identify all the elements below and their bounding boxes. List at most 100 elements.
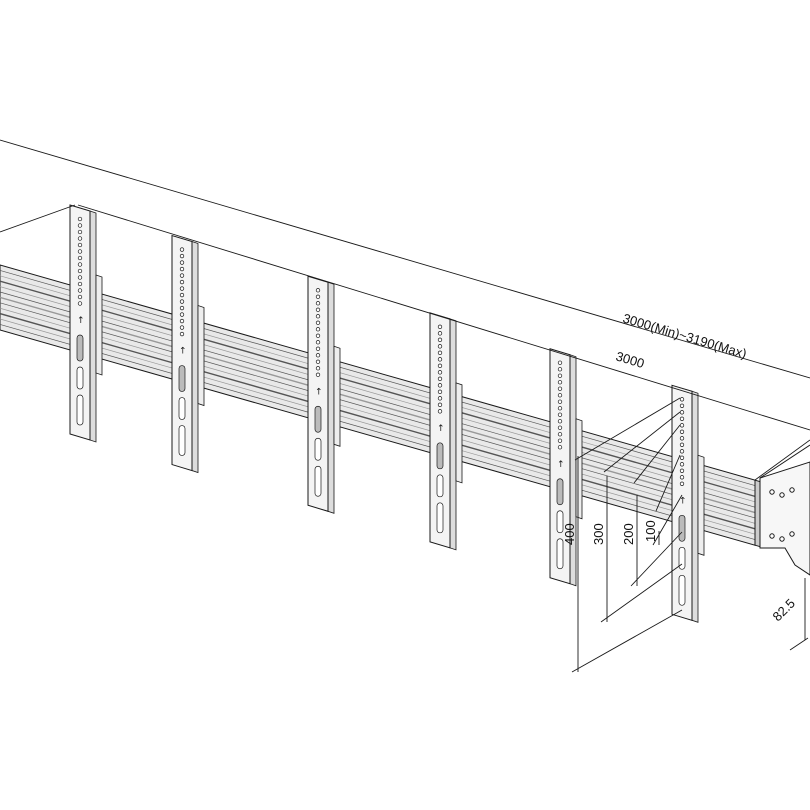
plate-hole: [77, 216, 83, 222]
plate-hole: [557, 412, 563, 417]
plate-slot: [436, 502, 444, 534]
rail-groove: [0, 270, 756, 486]
plate-side: [191, 240, 199, 474]
arrow-up-icon: ↑: [437, 424, 445, 434]
plate-slot: [678, 574, 686, 606]
overall-length-label: 3000(Min)~3190(Max): [621, 310, 748, 361]
vesa-200-label: 200: [621, 523, 636, 545]
plate-hole: [77, 223, 83, 228]
bracket-hole: [769, 489, 775, 495]
plate-hole: [77, 268, 83, 274]
plate-hole: [437, 331, 443, 336]
plate-hole: [179, 299, 185, 304]
rail-groove: [0, 302, 756, 519]
plate-hole: [77, 294, 83, 300]
plate-hole: [557, 425, 563, 430]
plate-hole: [437, 363, 443, 368]
plate-slot: [76, 366, 84, 390]
plate-hole: [557, 380, 563, 385]
rail-extension-line: [754, 439, 810, 481]
bracket-hole: [789, 531, 795, 537]
plate-hook: [575, 418, 583, 520]
bracket-plate: [759, 461, 810, 576]
rail-groove: [0, 275, 756, 492]
plate-side: [569, 354, 577, 587]
vesa-top-extension: [655, 454, 681, 512]
plate-side: [449, 318, 457, 551]
plate-hole: [77, 229, 83, 235]
plate-hole: [179, 312, 185, 317]
mounting-plate: ↑: [671, 384, 705, 623]
plate-hole: [315, 353, 321, 358]
rail-groove: [0, 324, 756, 540]
vesa-100-label: 100: [643, 520, 658, 542]
plate-face: [307, 275, 329, 512]
plate-hook: [95, 274, 103, 376]
plate-hole: [679, 481, 685, 486]
plate-hole: [179, 292, 185, 298]
plate-hole: [315, 314, 321, 319]
plate-hole: [179, 286, 185, 291]
plate-slot: [314, 465, 322, 497]
rail-groove: [0, 312, 756, 530]
plate-hook: [197, 304, 205, 407]
plate-hole: [315, 301, 321, 306]
vesa-300-label: 300: [591, 523, 606, 545]
vesa-bottom-extension: [571, 609, 683, 673]
plate-hole: [679, 475, 685, 480]
plate-hole: [679, 436, 685, 441]
plate-hole: [77, 281, 83, 287]
plate-hole: [315, 346, 321, 351]
bracket-hole: [789, 487, 795, 493]
plate-hole: [679, 462, 685, 467]
plate-hole: [679, 410, 685, 415]
plate-slot: [178, 397, 186, 420]
plate-hole: [315, 327, 321, 332]
plate-hole: [679, 416, 685, 421]
plate-hole: [437, 389, 443, 394]
plate-hole: [77, 242, 83, 248]
plate-hole: [437, 396, 443, 401]
plate-face: [429, 312, 451, 549]
plate-hole: [437, 409, 443, 414]
overall-length-line: [0, 139, 810, 379]
plate-side: [89, 210, 97, 443]
plate-hole: [179, 318, 185, 324]
plate-slot: [436, 474, 444, 498]
rail-length-line: [77, 204, 810, 431]
plate-hole: [557, 386, 563, 391]
plate-hole: [557, 393, 563, 398]
vertical-plates: ↑ ↑ ↑ ↑ ↑ ↑: [69, 204, 705, 623]
plate-slot: [76, 394, 84, 426]
arrow-up-icon: ↑: [179, 347, 187, 357]
plate-hole: [77, 301, 83, 306]
rail-groove: [0, 291, 756, 508]
vesa-top-extension: [574, 397, 681, 461]
mounting-plate: ↑: [307, 275, 341, 514]
plate-hole: [437, 324, 443, 329]
plate-face: [549, 348, 571, 585]
plate-hole: [557, 367, 563, 372]
plate-slot: [556, 478, 564, 506]
rail-length-label: 3000: [614, 348, 646, 371]
overall-extension-line: [0, 204, 76, 233]
arrow-up-icon: ↑: [557, 460, 565, 470]
depth-line: [789, 637, 809, 651]
plate-hole: [179, 260, 185, 265]
plate-hole: [437, 357, 443, 362]
plate-side: [691, 390, 699, 623]
bracket-hole: [769, 533, 775, 539]
plate-hole: [437, 402, 443, 407]
plate-hole: [437, 344, 443, 349]
plate-slot: [314, 405, 322, 433]
mounting-plate: ↑: [69, 204, 103, 443]
bracket-hole: [779, 536, 785, 542]
bracket-top-edge: [759, 444, 810, 479]
rail-groove: [0, 318, 756, 535]
plate-slot: [678, 546, 686, 570]
plate-side: [327, 281, 335, 514]
plate-hole: [437, 350, 443, 355]
mounting-plate: ↑: [171, 234, 205, 474]
plate-hole: [557, 419, 563, 424]
